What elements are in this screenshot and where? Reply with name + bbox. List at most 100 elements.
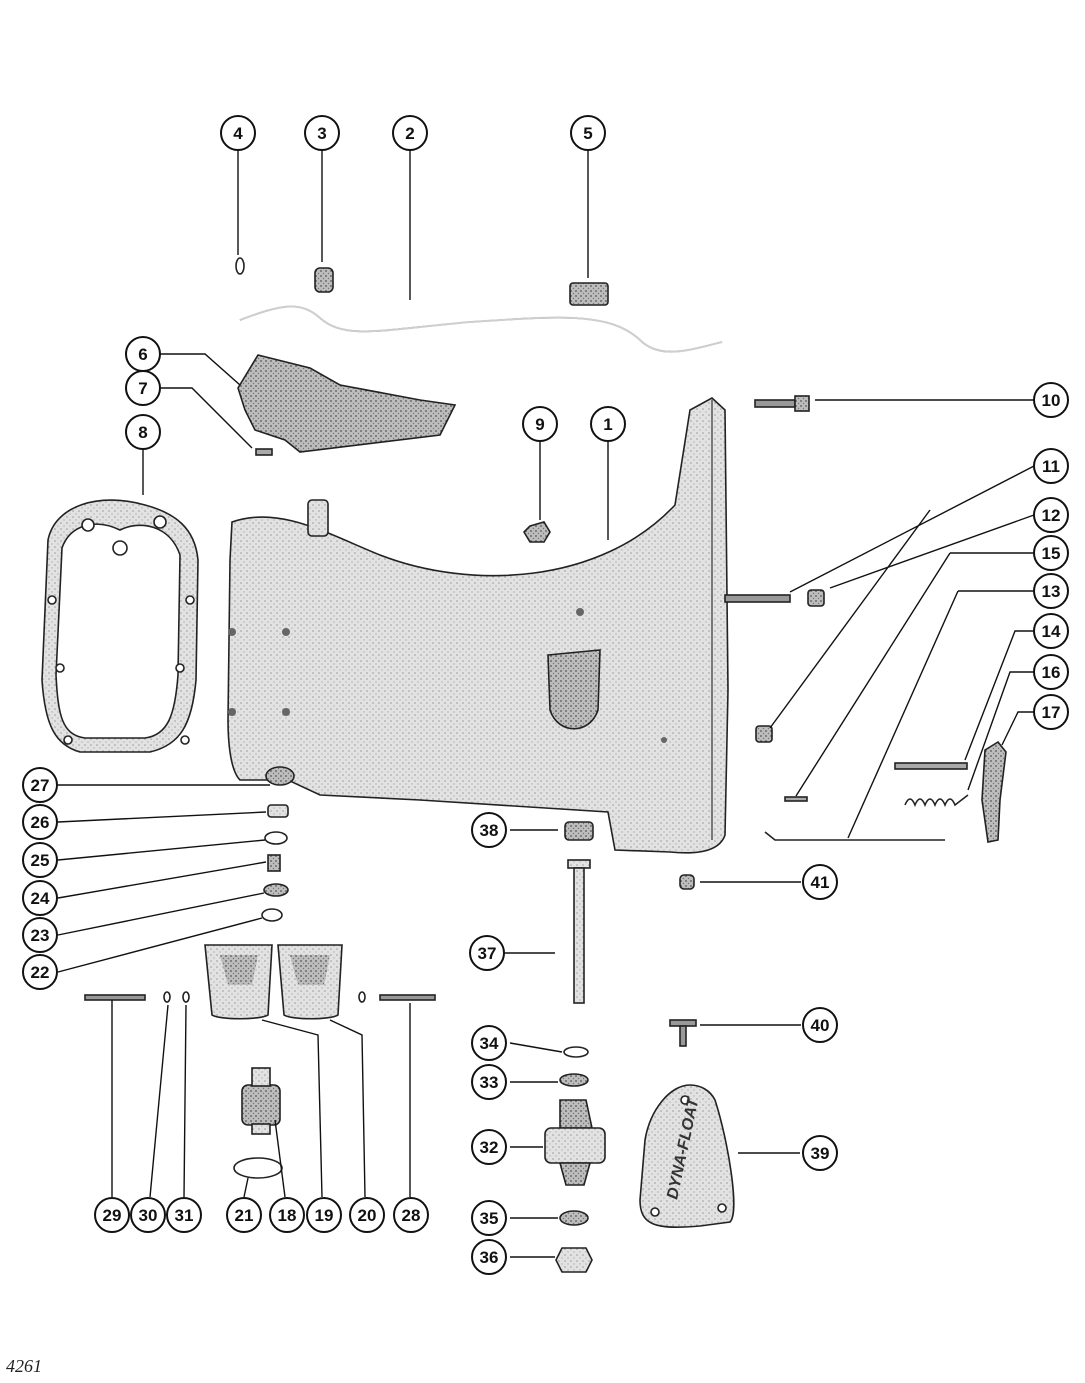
callout-2: 2: [392, 115, 428, 151]
svg-text:8: 8: [138, 423, 147, 442]
svg-text:14: 14: [1042, 622, 1061, 641]
callout-20: 20: [349, 1197, 385, 1233]
callout-30: 30: [130, 1197, 166, 1233]
rubber-mount-part: [241, 1067, 281, 1135]
washer-part: [264, 831, 288, 845]
svg-text:12: 12: [1042, 506, 1061, 525]
callout-6: 6: [125, 336, 161, 372]
callout-3: 3: [304, 115, 340, 151]
svg-text:9: 9: [535, 415, 544, 434]
cap-part: [265, 766, 295, 786]
svg-text:1: 1: [603, 415, 612, 434]
drive-shaft-housing-part: [227, 397, 729, 854]
mount-bracket-part: [277, 944, 343, 1020]
callout-9: 9: [522, 406, 558, 442]
screw-part: [84, 994, 146, 1001]
callout-24: 24: [22, 880, 58, 916]
bolt-part: [754, 395, 810, 412]
callout-10: 10: [1033, 382, 1069, 418]
callout-35: 35: [471, 1200, 507, 1236]
rubber-mount-part: [544, 1099, 606, 1186]
callout-21: 21: [226, 1197, 262, 1233]
svg-text:25: 25: [31, 851, 50, 870]
spring-part: [904, 794, 969, 808]
svg-text:38: 38: [480, 821, 499, 840]
callout-32: 32: [471, 1129, 507, 1165]
callout-33: 33: [471, 1064, 507, 1100]
svg-text:4: 4: [233, 124, 243, 143]
sleeve-part: [569, 282, 609, 306]
nut-part: [755, 725, 773, 743]
svg-text:24: 24: [31, 889, 50, 908]
callout-40: 40: [802, 1007, 838, 1043]
callout-16: 16: [1033, 654, 1069, 690]
svg-text:19: 19: [315, 1206, 334, 1225]
svg-text:16: 16: [1042, 663, 1061, 682]
exhaust-cover-part: [237, 354, 457, 453]
nut-part: [555, 1247, 593, 1273]
washer-part: [559, 1210, 589, 1226]
svg-text:20: 20: [358, 1206, 377, 1225]
callout-1: 1: [590, 406, 626, 442]
svg-text:27: 27: [31, 776, 50, 795]
bushing-part: [564, 821, 594, 841]
cotter-pin-part: [784, 796, 808, 802]
svg-text:26: 26: [31, 813, 50, 832]
callout-14: 14: [1033, 613, 1069, 649]
svg-text:22: 22: [31, 963, 50, 982]
screw-part: [379, 994, 436, 1001]
svg-text:31: 31: [175, 1206, 194, 1225]
svg-text:34: 34: [480, 1034, 499, 1053]
svg-text:6: 6: [138, 345, 147, 364]
washer-part: [559, 1073, 589, 1087]
callout-12: 12: [1033, 497, 1069, 533]
svg-text:41: 41: [811, 873, 830, 892]
callout-13: 13: [1033, 573, 1069, 609]
callout-36: 36: [471, 1239, 507, 1275]
svg-text:36: 36: [480, 1248, 499, 1267]
gasket-part: [41, 499, 199, 753]
svg-text:23: 23: [31, 926, 50, 945]
svg-text:40: 40: [811, 1016, 830, 1035]
washer-part: [563, 1046, 589, 1058]
washer-part: [358, 991, 366, 1003]
washer-part: [261, 908, 283, 922]
svg-text:10: 10: [1042, 391, 1061, 410]
callout-18: 18: [269, 1197, 305, 1233]
nut-part: [522, 521, 551, 543]
callout-34: 34: [471, 1025, 507, 1061]
callout-4: 4: [220, 115, 256, 151]
washer-part: [163, 991, 171, 1003]
svg-text:18: 18: [278, 1206, 297, 1225]
seal-ring-part: [233, 1157, 283, 1179]
grommet-part: [314, 267, 334, 293]
svg-text:2: 2: [405, 124, 414, 143]
svg-text:30: 30: [139, 1206, 158, 1225]
svg-text:28: 28: [402, 1206, 421, 1225]
callout-31: 31: [166, 1197, 202, 1233]
svg-text:29: 29: [103, 1206, 122, 1225]
callout-37: 37: [469, 935, 505, 971]
callout-26: 26: [22, 804, 58, 840]
callout-39: 39: [802, 1135, 838, 1171]
svg-text:35: 35: [480, 1209, 499, 1228]
svg-text:33: 33: [480, 1073, 499, 1092]
svg-text:3: 3: [317, 124, 326, 143]
figure-number: 4261: [6, 1356, 42, 1376]
bushing-part: [267, 804, 289, 818]
callout-27: 27: [22, 767, 58, 803]
svg-text:17: 17: [1042, 703, 1061, 722]
callout-22: 22: [22, 954, 58, 990]
screw-part: [255, 448, 273, 456]
tube-part: [239, 305, 723, 353]
svg-text:5: 5: [583, 124, 592, 143]
svg-text:21: 21: [235, 1206, 254, 1225]
callout-25: 25: [22, 842, 58, 878]
callout-11: 11: [1033, 448, 1069, 484]
callout-19: 19: [306, 1197, 342, 1233]
callout-5: 5: [570, 115, 606, 151]
callout-23: 23: [22, 917, 58, 953]
svg-text:13: 13: [1042, 582, 1061, 601]
lock-washer-part: [182, 991, 190, 1003]
